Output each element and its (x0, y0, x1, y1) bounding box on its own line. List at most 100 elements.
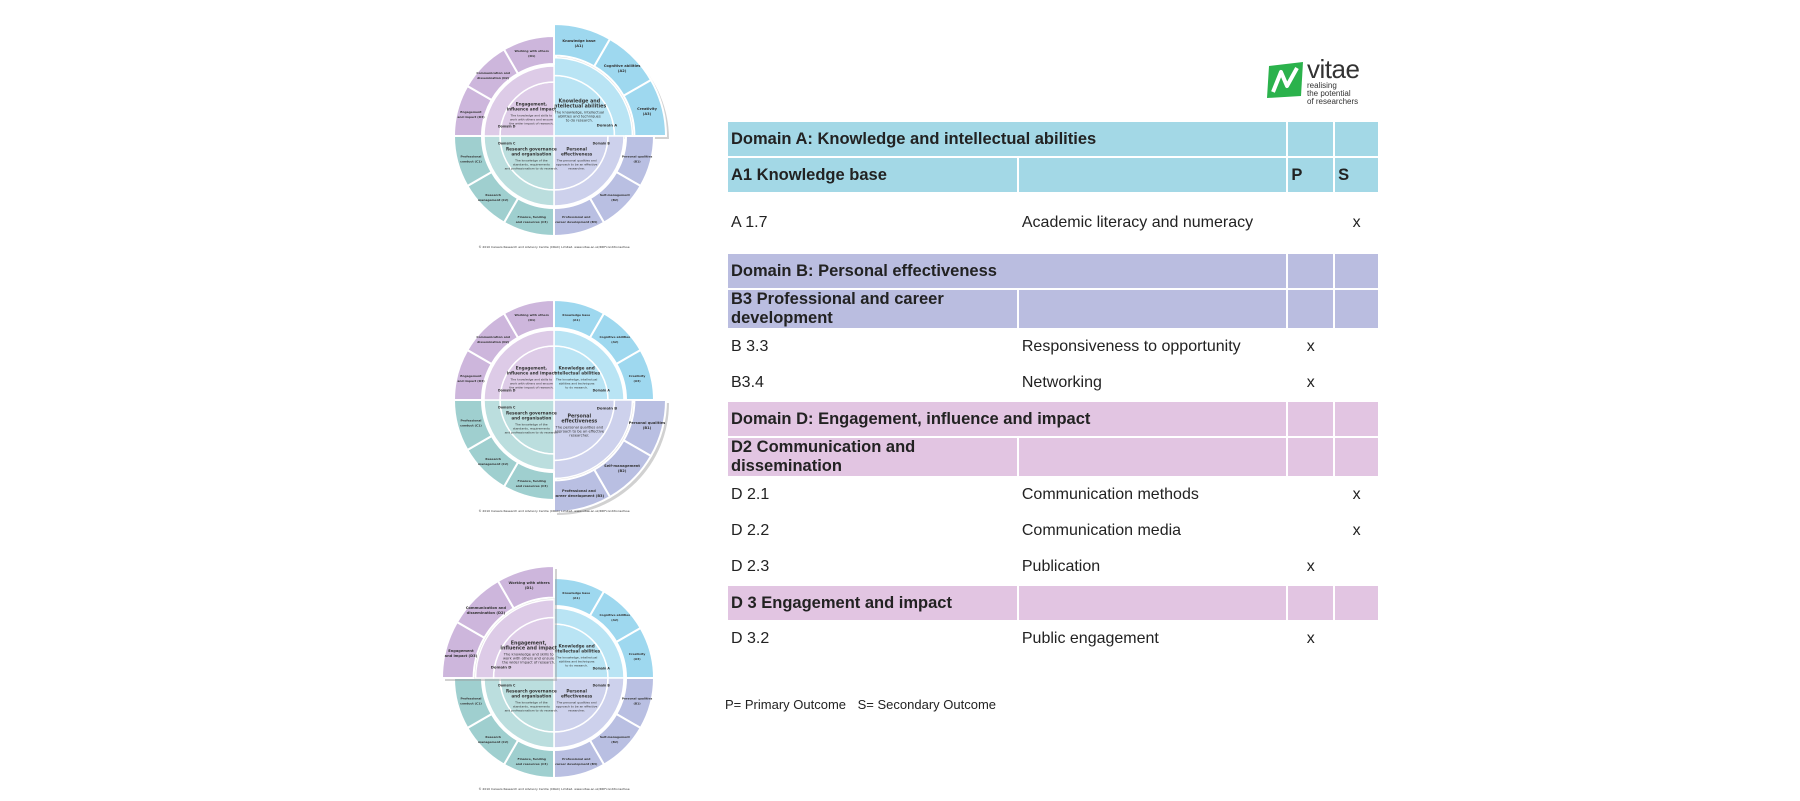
domain-description: to do research. (565, 663, 588, 667)
secondary-column-header: S (1335, 158, 1378, 192)
sub-domain-code: (B1) (634, 159, 642, 163)
domain-title: Research governance (506, 147, 557, 152)
sub-domain-code: management (C2) (478, 198, 509, 202)
row-primary-mark (1288, 478, 1333, 512)
domain-title: Knowledge and (558, 643, 594, 648)
domain-description: to do research. (566, 119, 593, 123)
domain-tag: Domain D (498, 125, 516, 129)
domain-tag: Domain D (498, 389, 516, 393)
row-code: A 1.7 (731, 214, 768, 231)
sub-domain-code: and resources (C3) (516, 220, 549, 224)
sub-domain-label: Finance, funding (518, 215, 546, 219)
primary-column-header: P (1288, 158, 1334, 192)
sub-domain-label: Research (485, 735, 501, 739)
domain-description: The knowledge and skills to (503, 653, 554, 657)
row-code: B3.4 (731, 374, 764, 391)
table-row: D 2.3 Publication x (728, 550, 1378, 584)
domain-title: Personal (566, 147, 587, 152)
vitae-tagline: realising the potential of researchers (1307, 81, 1359, 106)
domain-title: influence and impact (507, 106, 556, 111)
middle-ring (474, 598, 555, 679)
domain-description: The personal qualities and (556, 701, 597, 705)
sub-domain-label: Working with others (515, 49, 550, 53)
domain-description: work with others and ensure (510, 381, 553, 385)
sub-domain-code: (A1) (573, 596, 581, 600)
sub-domain-code: (D1) (528, 54, 536, 58)
domain-description: researcher. (569, 433, 589, 437)
sub-domain-label: Professional and (562, 215, 590, 219)
sub-domain-label: Professional (460, 418, 481, 422)
domain-d-title: Domain D: Engagement, influence and impa… (728, 402, 1287, 436)
vitae-logo: vitae realising the potential of researc… (1267, 56, 1387, 106)
sub-domain-code: (A2) (611, 340, 619, 344)
domain-description: approach to be an effective (556, 163, 598, 167)
domain-title: intellectual abilities (552, 104, 606, 110)
domain-description: The knowledge, intellectual (555, 655, 598, 659)
domain-a-header-row: Domain A: Knowledge and intellectual abi… (728, 122, 1378, 156)
middle-ring (483, 65, 555, 137)
domain-title: Knowledge and (558, 365, 594, 370)
sub-domain-label: Professional and (562, 489, 596, 493)
sub-domain-code: management (C2) (478, 462, 509, 466)
domain-description: the wider impact of research. (509, 121, 553, 125)
sub-domain-label: Research (485, 193, 501, 197)
sub-domain-code: career development (B3) (555, 762, 598, 766)
domain-description: abilities and techniques (559, 381, 595, 385)
d2-subheader-row: D2 Communication and dissemination (728, 438, 1378, 476)
domain-description: The personal qualities and (555, 425, 604, 429)
sub-domain-label: Engagement (460, 374, 482, 378)
sub-domain-label: Knowledge base (562, 39, 596, 43)
domain-description: standards, requirements (513, 705, 550, 709)
sub-domain-label: Personal qualities (622, 696, 653, 700)
sub-domain-label: Communication and (466, 606, 507, 610)
domain-title: intellectual abilities (553, 370, 601, 375)
sub-domain-label: Cognitive abilities (604, 64, 641, 68)
domain-description: work with others and ensure (503, 657, 555, 661)
sub-domain-code: conduct (C1) (460, 701, 482, 705)
row-secondary-mark (1335, 550, 1378, 584)
sub-domain-label: Knowledge base (562, 591, 590, 595)
sub-domain-label: Research (485, 457, 501, 461)
table-row: D 2.2 Communication media x (728, 514, 1378, 548)
domain-description: The knowledge and skills to (510, 113, 553, 117)
sub-domain-code: (A3) (633, 657, 641, 661)
b3-subheader-row: B3 Professional and career development (728, 290, 1378, 328)
domain-description: and professionalism to do research. (505, 167, 559, 171)
domain-tag: Domain B (597, 405, 618, 410)
a1-subheader-row: A1 Knowledge base P S (728, 158, 1378, 192)
row-primary-mark: x (1306, 338, 1315, 355)
sub-domain-code: management (C2) (478, 740, 509, 744)
b3-title: B3 Professional and career development (728, 290, 1017, 328)
domain-description: The knowledge, intellectual (554, 111, 605, 115)
sub-domain-code: (D1) (528, 318, 536, 322)
domain-b-title: Domain B: Personal effectiveness (728, 254, 1287, 288)
sub-domain-code: and impact (D3) (457, 115, 485, 119)
domain-title: and organisation (511, 152, 551, 157)
domain-tag: Domain A (597, 123, 618, 128)
table-row: D 2.1 Communication methods x (728, 478, 1378, 512)
sub-domain-label: Working with others (515, 313, 550, 317)
primary-legend: P= Primary Outcome (725, 697, 847, 712)
domain-description: standards, requirements (513, 427, 550, 431)
row-descriptor: Publication (1021, 558, 1101, 575)
sub-domain-label: Creativity (637, 107, 658, 111)
sub-domain-label: Working with others (508, 581, 549, 585)
domain-description: standards, requirements (513, 163, 550, 167)
domain-title: Research governance (506, 411, 557, 416)
domain-a-title: Domain A: Knowledge and intellectual abi… (728, 122, 1287, 156)
sub-domain-code: (A2) (611, 618, 619, 622)
d3-title: D 3 Engagement and impact (728, 586, 1017, 620)
domain-tag: Domain A (593, 389, 611, 393)
row-code: D 3.2 (731, 630, 770, 647)
domain-title: Engagement, (516, 365, 548, 370)
sub-domain-code: and resources (C3) (516, 762, 549, 766)
secondary-legend: S= Secondary Outcome (857, 697, 997, 712)
domain-tag: Domain A (593, 667, 611, 671)
row-primary-mark (1288, 206, 1333, 240)
domain-tag: Domain B (593, 141, 611, 145)
table-row: B3.4 Networking x (728, 366, 1378, 400)
